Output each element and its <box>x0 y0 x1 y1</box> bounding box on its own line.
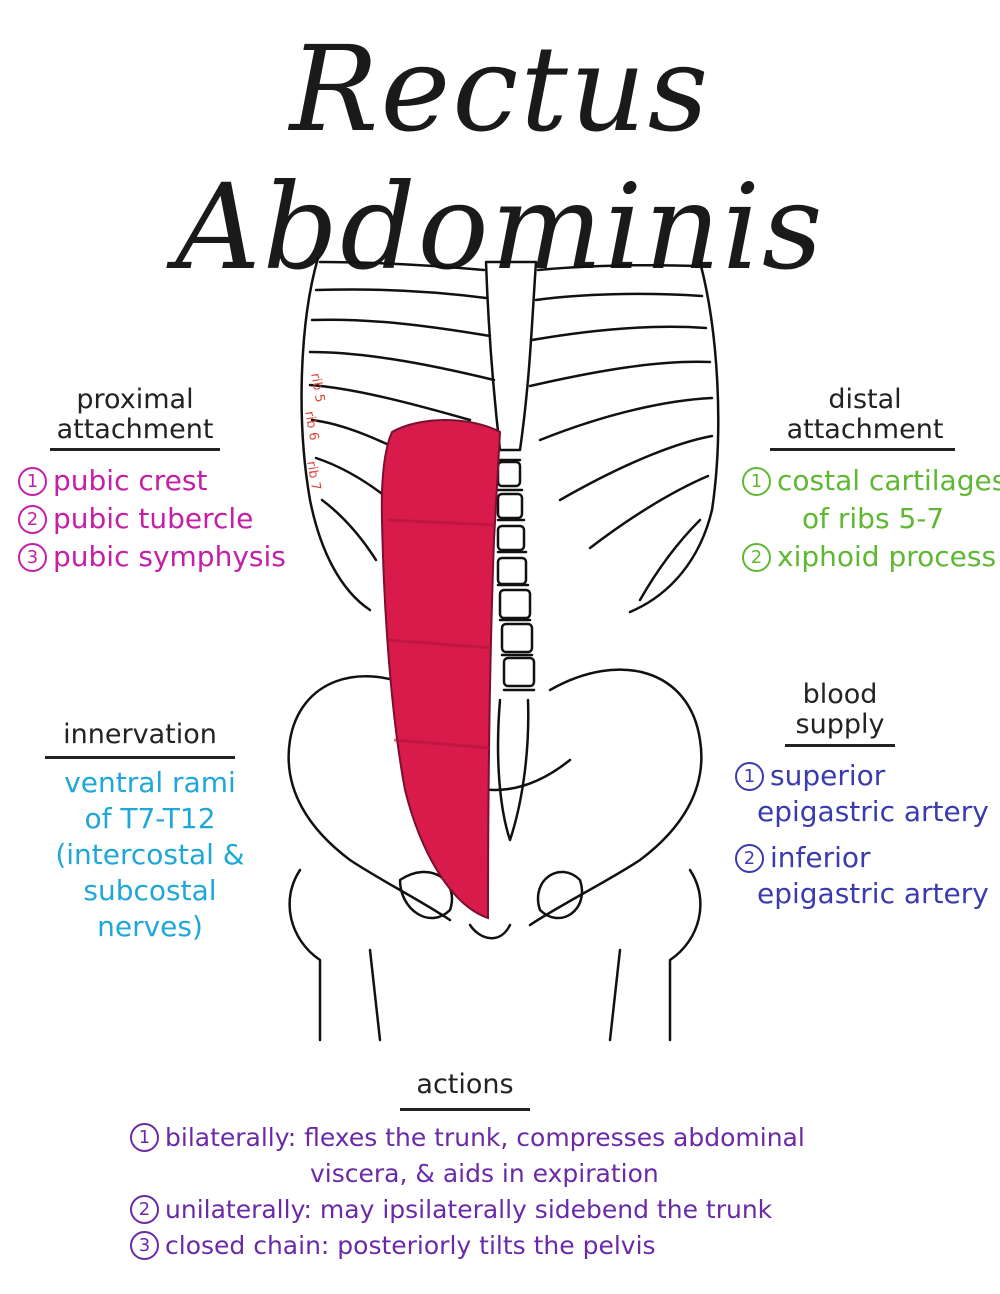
blood-heading-line1: blood <box>780 680 900 710</box>
pubic-symphysis <box>470 925 510 938</box>
left-femur <box>370 950 380 1040</box>
left-rib <box>310 352 494 380</box>
innervation-line: of T7-T12 <box>40 801 260 837</box>
right-femur <box>610 950 620 1040</box>
obturator-right <box>538 872 582 918</box>
distal-underline <box>770 448 955 451</box>
left-rib <box>316 458 390 500</box>
left-rib <box>312 320 490 336</box>
innervation-line: ventral rami <box>40 765 260 801</box>
right-rib <box>590 476 708 548</box>
action-item-continued: viscera, & aids in expiration <box>130 1156 805 1192</box>
vertebra <box>500 590 530 618</box>
vertebra <box>498 494 522 518</box>
blood-item-continued: epigastric artery <box>735 794 989 830</box>
right-rib <box>530 362 710 386</box>
actions-heading: actions <box>400 1070 530 1100</box>
pelvis-right-ilium <box>530 670 701 925</box>
right-rib <box>532 327 706 340</box>
innervation-line: subcostal nerves) <box>40 873 260 945</box>
proximal-heading: proximal attachment <box>55 385 215 445</box>
vertebra <box>498 462 520 486</box>
left-femur <box>290 870 320 1040</box>
distal-heading: distal attachment <box>770 385 960 445</box>
innervation-text: ventral rami of T7-T12 (intercostal & su… <box>40 765 260 945</box>
vertebra <box>498 558 526 584</box>
right-rib <box>538 265 698 270</box>
distal-heading-line1: distal <box>770 385 960 415</box>
rectus-abdominis-muscle <box>382 420 500 918</box>
proximal-underline <box>50 448 220 451</box>
sacrum <box>498 700 528 840</box>
vertebra <box>504 658 534 686</box>
actions-underline <box>400 1108 530 1111</box>
blood-supply-heading: blood supply <box>780 680 900 740</box>
right-femur <box>670 870 700 1040</box>
innervation-underline <box>45 756 235 759</box>
left-rib <box>310 385 470 420</box>
sternum <box>486 262 536 450</box>
proximal-heading-line1: proximal <box>55 385 215 415</box>
blood-item-continued: epigastric artery <box>735 876 989 912</box>
distal-item-continued: of ribs 5-7 <box>742 500 1000 538</box>
innervation-line: (intercostal & <box>40 837 260 873</box>
right-rib <box>560 436 712 500</box>
blood-heading-line2: supply <box>780 710 900 740</box>
proximal-heading-line2: attachment <box>55 415 215 445</box>
left-rib <box>320 262 484 270</box>
vertebra <box>502 624 532 652</box>
right-rib <box>536 294 702 300</box>
blood-underline <box>785 744 895 747</box>
distal-heading-line2: attachment <box>770 415 960 445</box>
left-rib <box>322 500 376 560</box>
right-rib <box>540 398 712 440</box>
innervation-heading: innervation <box>45 720 235 750</box>
vertebra <box>498 526 524 550</box>
left-rib <box>316 289 486 298</box>
